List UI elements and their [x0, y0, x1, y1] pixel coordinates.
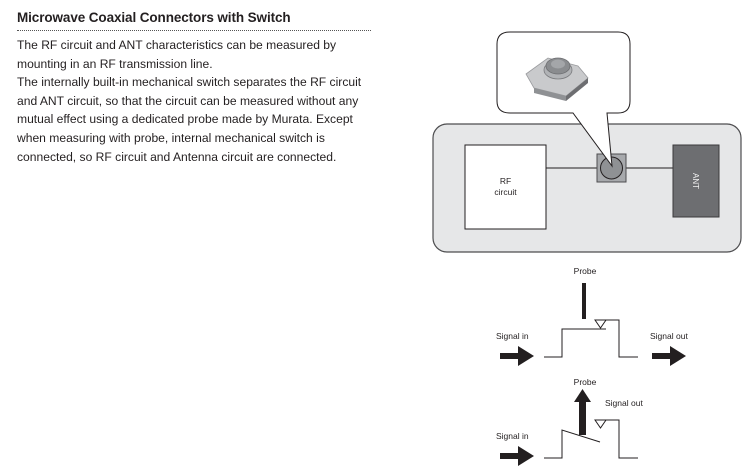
signal-in-arrow-1 — [500, 346, 534, 366]
switch-contact-1 — [594, 319, 607, 329]
signal-out-arrow-1 — [652, 346, 686, 366]
description: The RF circuit and ANT characteristics c… — [17, 36, 377, 166]
ant-label: ANT — [691, 173, 700, 189]
switch-path-in-2 — [544, 429, 601, 459]
connector-photo — [525, 57, 589, 101]
description-paragraph-1: The RF circuit and ANT characteristics c… — [17, 38, 337, 71]
title-divider — [17, 30, 371, 31]
ant-block — [672, 144, 720, 218]
switch-path-out-1 — [600, 319, 638, 358]
probe-label-2: Probe — [574, 377, 597, 387]
rf-label-line2: circuit — [494, 187, 517, 197]
signal-out-label-1: Signal out — [650, 331, 688, 341]
signal-out-label-2: Signal out — [605, 398, 643, 408]
probe-arrow-2 — [574, 389, 591, 435]
rf-label-line1: RF — [500, 176, 511, 186]
switch-path-out-2 — [598, 419, 638, 459]
rf-circuit-block — [464, 144, 547, 230]
switch-contact-2 — [594, 419, 607, 429]
section-title: Microwave Coaxial Connectors with Switch — [17, 10, 291, 25]
switch-path-in-1 — [544, 328, 606, 358]
signal-in-label-2: Signal in — [496, 431, 529, 441]
signal-in-label-1: Signal in — [496, 331, 529, 341]
signal-in-arrow-2 — [500, 446, 534, 466]
probe-label-1: Probe — [574, 266, 597, 276]
description-paragraph-2: The internally built-in mechanical switc… — [17, 75, 362, 164]
probe-rod-1 — [582, 283, 586, 319]
